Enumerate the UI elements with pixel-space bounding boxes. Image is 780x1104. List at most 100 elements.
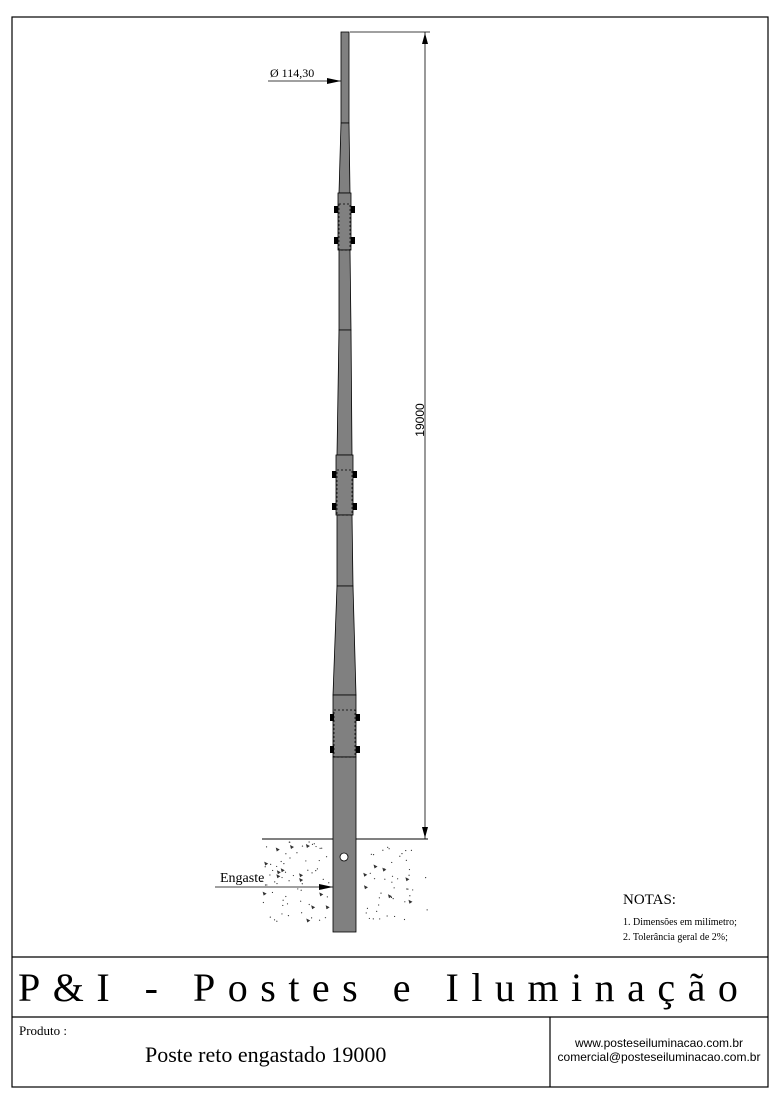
soil-speck	[281, 913, 283, 915]
soil-speck	[276, 874, 281, 879]
soil-speck	[288, 880, 290, 882]
soil-speck	[322, 878, 324, 880]
soil-speck	[408, 874, 410, 876]
soil-speck	[280, 868, 285, 873]
soil-speck	[391, 881, 393, 883]
website-link[interactable]: www.posteseiluminacao.com.br	[574, 1036, 744, 1050]
soil-speck	[328, 882, 330, 884]
soil-speck	[266, 884, 268, 886]
soil-speck	[261, 880, 263, 882]
soil-speck	[397, 878, 399, 880]
soil-speck	[305, 860, 307, 862]
soil-speck	[321, 847, 323, 849]
soil-speck	[289, 857, 291, 859]
soil-speck	[300, 900, 302, 902]
soil-speck	[390, 896, 393, 899]
soil-speck	[299, 878, 304, 883]
soil-speck	[264, 861, 269, 866]
soil-speck	[276, 882, 278, 885]
soil-speck	[270, 863, 272, 865]
soil-speck	[283, 863, 285, 865]
notes-title: NOTAS:	[623, 892, 676, 908]
soil-speck	[401, 853, 403, 855]
soil-speck	[269, 874, 271, 876]
soil-speck	[405, 877, 410, 882]
soil-speck	[307, 869, 309, 871]
soil-speck	[363, 872, 368, 877]
soil-speck	[325, 856, 328, 858]
soil-speck	[308, 841, 310, 843]
soil-speck	[313, 843, 315, 845]
soil-speck	[425, 877, 427, 879]
soil-speck	[271, 891, 274, 894]
soil-speck	[282, 899, 284, 901]
soil-speck	[382, 849, 384, 851]
soil-speck	[393, 915, 396, 918]
soil-speck	[285, 895, 287, 898]
soil-speck	[301, 883, 303, 885]
soil-speck	[308, 903, 310, 906]
diameter-label: Ø 114,30	[270, 66, 315, 80]
pole-section-2	[338, 122, 351, 194]
engaste-arrow	[319, 884, 333, 890]
soil-speck	[393, 887, 395, 889]
soil-speck	[297, 888, 299, 890]
soil-speck	[311, 843, 314, 845]
soil-speck	[318, 859, 320, 862]
soil-speck	[311, 872, 313, 874]
joint-3	[332, 694, 357, 758]
soil-speck	[316, 868, 318, 870]
soil-speck	[301, 845, 304, 847]
soil-speck	[366, 907, 369, 909]
soil-speck	[426, 909, 428, 911]
soil-speck	[365, 912, 367, 914]
note-2: 2. Tolerância geral de 2%;	[623, 932, 728, 943]
product-name: Poste reto engastado 19000	[145, 1042, 387, 1067]
soil-speck	[289, 844, 294, 849]
dimension-arrow-top	[422, 33, 428, 44]
soil-speck	[264, 866, 266, 868]
soil-speck	[319, 892, 324, 897]
soil-speck	[370, 853, 372, 855]
soil-speck	[405, 859, 407, 861]
height-dimension-label: 19000	[413, 403, 427, 437]
soil-speck	[406, 888, 408, 890]
soil-speck	[407, 888, 409, 890]
joint-1	[337, 192, 352, 251]
soil-speck	[269, 916, 271, 918]
soil-speck	[403, 918, 406, 921]
soil-speck	[369, 872, 371, 874]
soil-speck	[391, 861, 393, 864]
soil-speck	[378, 904, 380, 906]
soil-speck	[318, 919, 321, 921]
soil-speck	[372, 854, 375, 856]
soil-speck	[315, 845, 317, 848]
soil-speck	[408, 868, 411, 871]
soil-speck	[392, 898, 394, 900]
soil-speck	[285, 853, 287, 855]
soil-speck	[324, 917, 327, 919]
email-link[interactable]: comercial@posteseiluminacao.com.br	[557, 1050, 761, 1064]
soil-speck	[292, 874, 294, 877]
soil-speck	[372, 918, 374, 920]
soil-speck	[276, 870, 281, 875]
soil-speck	[404, 901, 406, 903]
soil-speck	[378, 897, 380, 899]
drawing-frame	[11, 16, 769, 1088]
pole-section-5	[336, 514, 354, 587]
soil-speck	[273, 919, 276, 921]
product-label: Produto :	[19, 1023, 68, 1038]
soil-speck	[387, 894, 392, 899]
joint-2	[335, 454, 354, 516]
pole-base	[332, 756, 357, 933]
soil-speck	[387, 846, 389, 848]
soil-speck	[264, 884, 267, 886]
soil-speck	[276, 920, 278, 922]
soil-speck	[311, 905, 316, 910]
soil-speck	[299, 873, 304, 878]
pole	[332, 31, 357, 933]
soil-speck	[380, 892, 382, 894]
soil-speck	[284, 871, 287, 873]
soil-speck	[280, 860, 282, 863]
soil-speck	[301, 912, 303, 914]
